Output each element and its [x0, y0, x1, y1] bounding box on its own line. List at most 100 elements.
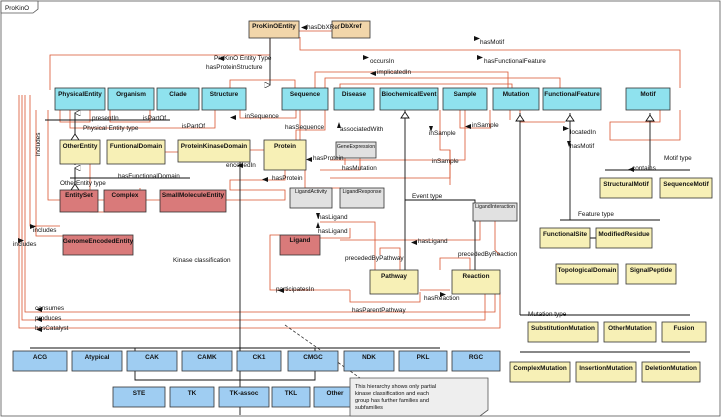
box-label: Other	[326, 390, 344, 397]
box-label: Ligand	[290, 237, 311, 244]
box-label: Motif	[640, 91, 656, 98]
label-insample3: inSample	[432, 158, 459, 165]
box-label: TopologicalDomain	[558, 267, 617, 274]
label-motiftype: Motif type	[664, 155, 692, 162]
label-featuretype: Feature type	[578, 211, 614, 218]
label-ispartof2: isPartOf	[182, 123, 205, 130]
box-dbxref[interactable]: DbXref	[331, 20, 371, 39]
box-biochemicalevent[interactable]: BiochemicalEvent	[379, 87, 439, 111]
box-sample[interactable]: Sample	[442, 87, 488, 111]
note-line3: group has further families and	[355, 398, 429, 404]
box-motif[interactable]: Motif	[625, 87, 671, 111]
box-entityset[interactable]: EntitySet	[59, 189, 99, 213]
box-structuralmotif[interactable]: StructuralMotif	[599, 177, 653, 199]
box-pathway[interactable]: Pathway	[369, 269, 419, 295]
label-physicalentitytype: Physical Entity type	[83, 125, 139, 132]
note-line4: subfamilies	[355, 405, 383, 411]
box-clade[interactable]: Clade	[156, 87, 200, 111]
label-includes2: includes	[33, 227, 56, 234]
box-othermutation[interactable]: OtherMutation	[603, 321, 657, 343]
box-smallmoleculeentity[interactable]: SmallMoleculeEntity	[159, 189, 227, 213]
box-tk[interactable]: TK	[169, 386, 215, 408]
box-ste[interactable]: STE	[112, 386, 166, 408]
box-sequencemotif[interactable]: SequenceMotif	[659, 177, 713, 199]
box-sequence[interactable]: Sequence	[281, 87, 329, 111]
box-physicalentity[interactable]: PhysicalEntity	[54, 87, 106, 111]
box-complexmutation[interactable]: ComplexMutation	[509, 361, 571, 383]
box-label: OtherEntity	[63, 143, 98, 150]
box-topologicaldomain[interactable]: TopologicalDomain	[555, 263, 619, 285]
box-structure[interactable]: Structure	[201, 87, 247, 111]
label-hasligand3: hasLigand	[418, 238, 448, 245]
box-label: Sample	[454, 91, 477, 98]
label-associatedwith: associatedWith	[340, 126, 384, 133]
box-label: ProteinKinaseDomain	[181, 143, 248, 150]
box-atypical[interactable]: Atypical	[71, 350, 123, 372]
box-protein[interactable]: Protein	[263, 139, 307, 171]
box-acg[interactable]: ACG	[12, 350, 68, 372]
label-otherentitytype: OtherEntity type	[60, 180, 106, 187]
box-prokinoentity[interactable]: ProKinOEntity	[248, 20, 300, 39]
box-genomeencodedentity[interactable]: GenomeEncodedEntity	[62, 234, 134, 256]
box-cmgc[interactable]: CMGC	[287, 350, 339, 372]
box-label: CK1	[253, 354, 266, 361]
box-organism[interactable]: Organism	[107, 87, 155, 111]
box-ndk[interactable]: NDK	[343, 350, 395, 372]
box-deletionmutation[interactable]: DeletionMutation	[641, 361, 701, 383]
box-complex[interactable]: Complex	[103, 189, 147, 213]
box-ligandresponse[interactable]: LigandResponse	[339, 187, 385, 209]
box-other[interactable]: Other	[313, 386, 357, 408]
box-signalpeptide[interactable]: SignalPeptide	[625, 263, 677, 285]
label-hasligand2: hasLigand	[318, 228, 348, 235]
label-mutationtype: Mutation type	[528, 311, 567, 318]
box-pkl[interactable]: PKL	[398, 350, 448, 372]
box-label: LigandInteraction	[475, 204, 515, 210]
box-label: InsertionMutation	[579, 365, 633, 372]
label-prokinoentitytype: ProKinO Entity Type	[214, 55, 272, 62]
box-label: LigandResponse	[343, 189, 382, 195]
box-otherentity[interactable]: OtherEntity	[59, 139, 101, 165]
box-reaction[interactable]: Reaction	[451, 269, 501, 295]
label-eventtype: Event type	[412, 193, 443, 200]
box-fusion[interactable]: Fusion	[661, 321, 707, 343]
box-ck1[interactable]: CK1	[236, 350, 282, 372]
box-ligandactivity[interactable]: LigandActivity	[289, 187, 333, 209]
box-tkassoc[interactable]: TK-assoc	[218, 386, 270, 408]
box-label: DbXref	[341, 23, 363, 30]
box-label: EntitySet	[65, 192, 94, 199]
box-cak[interactable]: CAK	[126, 350, 178, 372]
box-label: STE	[133, 390, 146, 397]
label-insample2: inSample	[472, 122, 499, 129]
box-label: BiochemicalEvent	[381, 91, 437, 98]
box-label: Disease	[342, 91, 367, 98]
box-insertionmutation[interactable]: InsertionMutation	[575, 361, 637, 383]
box-rgc[interactable]: RGC	[451, 350, 501, 372]
box-geneexpression[interactable]: GeneExpression	[335, 141, 377, 159]
box-funtionaldomain[interactable]: FuntionalDomain	[106, 139, 166, 165]
label-contains: contains	[632, 165, 656, 172]
box-substitutionmutation[interactable]: SubstitutionMutation	[527, 321, 599, 343]
box-label: Atypical	[85, 354, 110, 361]
box-camk[interactable]: CAMK	[181, 350, 233, 372]
box-ligandinteraction[interactable]: LigandInteraction	[472, 202, 518, 222]
label-hascatalyst: hasCatalyst	[35, 325, 69, 332]
edge-labels: hasDbXRef hasMotif ProKinO Entity Type h…	[13, 24, 692, 332]
box-tkl[interactable]: TKL	[271, 386, 311, 408]
box-functionalsite[interactable]: FunctionalSite	[539, 227, 591, 249]
box-functionalfeature[interactable]: FunctionalFeature	[542, 87, 602, 111]
label-hasmotif-top: hasMotif	[480, 39, 504, 46]
note-box: This hierarchy shows only partial kinase…	[349, 377, 489, 417]
box-disease[interactable]: Disease	[333, 87, 375, 111]
box-label: Structure	[210, 91, 239, 98]
label-hasfunctionaldomain: hasFunctionalDomain	[118, 173, 180, 180]
label-precededbypathway: precededByPathway	[345, 255, 404, 262]
box-mutation[interactable]: Mutation	[492, 87, 540, 111]
box-ligand[interactable]: Ligand	[279, 234, 321, 256]
box-modifiedresidue[interactable]: ModifiedResidue	[595, 227, 653, 249]
box-label: Complex	[112, 192, 139, 199]
box-proteinkinasedomain[interactable]: ProteinKinaseDomain	[177, 139, 251, 163]
label-includes1: includes	[35, 133, 42, 156]
box-label: TK-assoc	[230, 390, 259, 397]
box-label: PKL	[417, 354, 430, 361]
